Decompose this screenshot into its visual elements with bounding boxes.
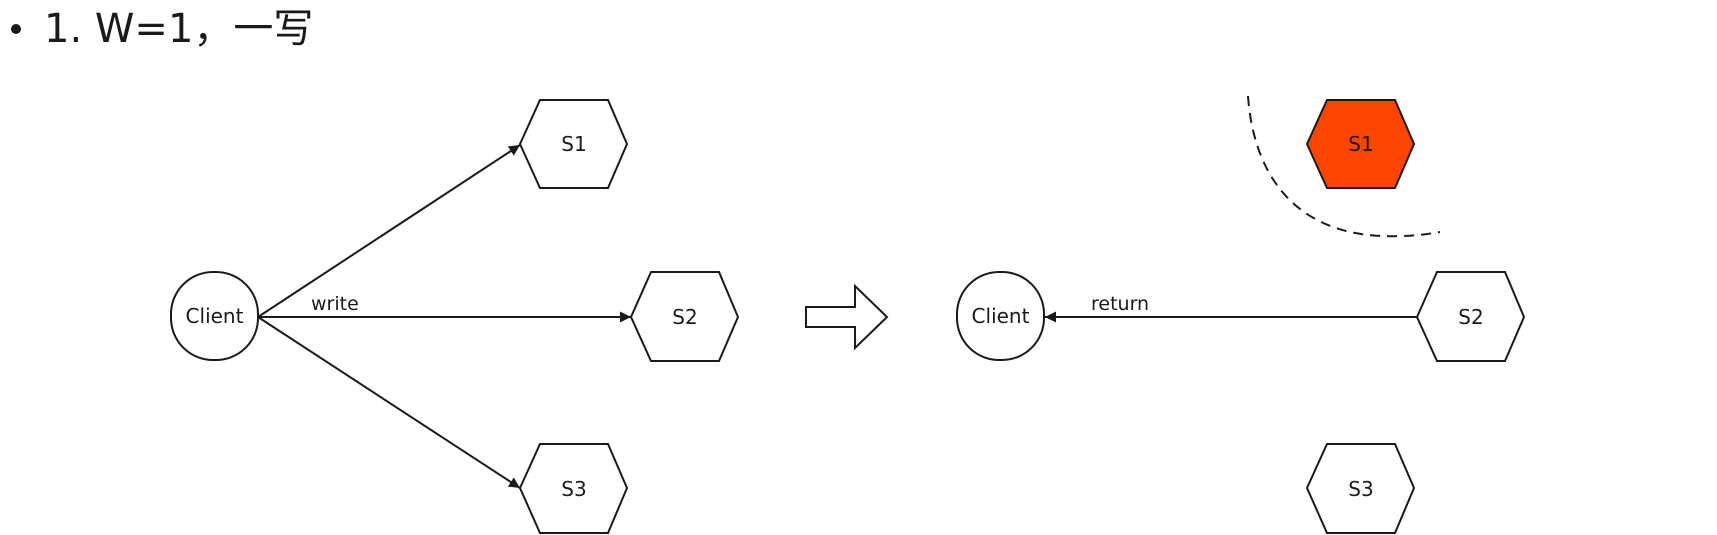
right-server-s2-label: S2 bbox=[1458, 305, 1483, 329]
left-server-s3: S3 bbox=[518, 443, 629, 534]
right-server-s1-label: S1 bbox=[1348, 132, 1373, 156]
failure-boundary-dashed-arc bbox=[1247, 95, 1441, 238]
heading-line: 1. W=1，一写 bbox=[0, 0, 1717, 60]
return-edge-label: return bbox=[1091, 293, 1149, 315]
left-client-label: Client bbox=[186, 304, 244, 328]
write-edge-s3 bbox=[257, 316, 521, 489]
left-server-s2: S2 bbox=[629, 271, 740, 362]
left-server-s3-label: S3 bbox=[561, 477, 586, 501]
hollow-right-arrow-icon bbox=[805, 283, 889, 351]
heading-text: 1. W=1，一写 bbox=[44, 6, 314, 52]
right-client-node: Client bbox=[956, 271, 1045, 361]
bullet-icon bbox=[11, 24, 21, 34]
write-edge-s1 bbox=[257, 144, 521, 318]
left-diagram: write Client S1 S2 S3 bbox=[170, 99, 740, 534]
right-client-label: Client bbox=[972, 304, 1030, 328]
left-server-s1-label: S1 bbox=[561, 132, 586, 156]
right-diagram: return Client S1 S2 S3 bbox=[956, 95, 1526, 534]
right-server-s2: S2 bbox=[1415, 271, 1526, 362]
right-server-s3-label: S3 bbox=[1348, 477, 1373, 501]
left-server-s1: S1 bbox=[518, 99, 629, 189]
left-server-s2-label: S2 bbox=[672, 305, 697, 329]
right-server-s1-failed: S1 bbox=[1305, 99, 1416, 189]
right-server-s3: S3 bbox=[1305, 443, 1416, 534]
write-edge-label: write bbox=[311, 293, 359, 315]
left-client-node: Client bbox=[170, 271, 259, 361]
